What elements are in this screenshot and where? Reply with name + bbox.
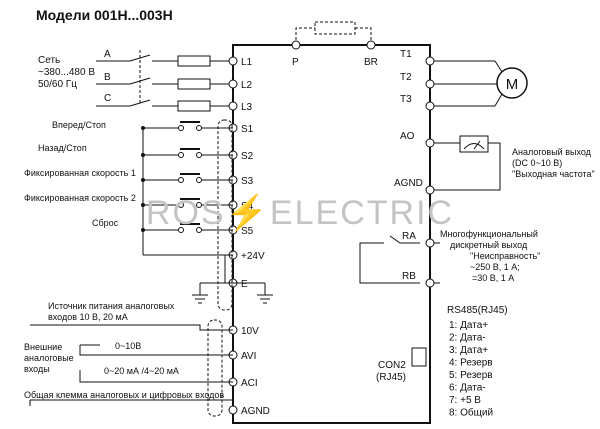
terminal-p: [291, 40, 301, 50]
brake-wire-right: [355, 27, 372, 45]
relay-desc-4: ~250 В, 1 А;: [470, 262, 520, 272]
range-voltage: 0~10В: [115, 341, 141, 351]
range-current: 0~20 мА /4~20 мА: [104, 366, 179, 376]
right-terminal-label: RA: [402, 231, 416, 242]
rs485-pin: 2: Дата-: [449, 333, 486, 344]
motor: [496, 67, 528, 99]
ao-desc-1: Аналоговый выход: [512, 147, 592, 157]
left-terminal-label: S1: [241, 124, 254, 135]
mains-wiring: [96, 50, 233, 112]
left-terminal-label: L1: [241, 57, 253, 68]
label-p: P: [292, 57, 299, 68]
motor-label: M: [506, 76, 519, 93]
right-terminal-2: [425, 101, 435, 111]
rs485-pin: 7: +5 В: [449, 395, 481, 406]
relay-desc-1: Многофункциональный: [440, 229, 538, 239]
mains-line2: ~380...480 В: [38, 67, 95, 78]
ao-wiring: [430, 135, 501, 191]
left-terminal-label: ACI: [241, 378, 258, 389]
left-terminal-label: S3: [241, 176, 254, 187]
input-label-3: Фиксированная скорость 2: [24, 193, 136, 203]
motor-wiring: [430, 60, 503, 107]
relay-desc-3: "Неисправность": [470, 251, 540, 261]
brake-resistor: [314, 21, 356, 35]
left-terminal-1: [228, 79, 238, 89]
mains-line3: 50/60 Гц: [38, 79, 77, 90]
right-terminal-label: AGND: [394, 178, 423, 189]
left-terminal-label: L2: [241, 80, 253, 91]
left-terminal-label: +24V: [241, 251, 265, 262]
ext-analog-2: аналоговые: [24, 353, 74, 363]
left-terminal-label: L3: [241, 102, 253, 113]
analog-wiring: [29, 319, 233, 417]
right-terminal-0: [425, 56, 435, 66]
relay-desc-2: дискретный выход: [450, 240, 528, 250]
rs485-pin: 5: Резерв: [449, 370, 493, 381]
phase-c: C: [104, 93, 111, 104]
left-terminal-label: S5: [241, 226, 254, 237]
common-analog: Общая клемма аналоговых и цифровых входо…: [24, 390, 224, 400]
left-terminal-label: AVI: [241, 351, 256, 362]
ao-desc-3: "Выходная частота": [512, 169, 595, 179]
brake-wire-left: [295, 27, 315, 45]
phase-a: A: [104, 49, 111, 60]
left-terminal-2: [228, 101, 238, 111]
ext-analog-3: входы: [24, 364, 50, 374]
rs485-pin: 1: Дата+: [449, 320, 488, 331]
phase-b: B: [104, 72, 111, 83]
rs485-pin: 6: Дата-: [449, 383, 486, 394]
rs485-title: RS485(RJ45): [447, 305, 508, 316]
rs485-pin: 4: Резерв: [449, 358, 493, 369]
ao-desc-2: (DC 0~10 В): [512, 158, 562, 168]
left-terminal-label: S2: [241, 151, 254, 162]
watermark: ROS⚡ELECTRIC: [146, 193, 454, 233]
right-terminal-label: RB: [402, 271, 416, 282]
ground-wiring: [192, 282, 273, 304]
title: Модели 001H...003H: [36, 7, 173, 23]
right-terminal-1: [425, 79, 435, 89]
left-terminal-label: 10V: [241, 326, 259, 337]
right-terminal-label: T2: [400, 72, 412, 83]
left-terminal-label: AGND: [241, 406, 270, 417]
right-terminal-4: [425, 185, 435, 195]
con2-sub: (RJ45): [376, 372, 406, 383]
input-label-4: Сброс: [92, 218, 119, 228]
left-terminal-label: S4: [241, 201, 254, 212]
rs485-pinout: RS485(RJ45) 1: Дата+ 2: Дата-3: Дата+ 4: Ре…: [447, 305, 508, 419]
rs485-pin: 3: Дата+: [449, 345, 488, 356]
rs485-pin: 8: Общий: [449, 407, 493, 419]
left-terminal-0: [228, 56, 238, 66]
right-terminal-label: T3: [400, 94, 412, 105]
con2-port: [411, 347, 427, 367]
input-label-1: Назад/Стоп: [38, 143, 87, 153]
mains-line1: Сеть: [38, 55, 60, 66]
terminal-br: [366, 40, 376, 50]
right-terminal-5: [425, 238, 435, 248]
label-br: BR: [364, 57, 378, 68]
left-terminal-label: E: [241, 279, 248, 290]
relay-desc-5: =30 В, 1 А: [472, 273, 514, 283]
analog-supply-line2: входов 10 В, 20 мА: [48, 312, 128, 322]
ext-analog-1: Внешние: [24, 342, 62, 352]
input-label-0: Вперед/Стоп: [52, 120, 106, 130]
left-terminal-13: [228, 405, 238, 415]
right-terminal-label: T1: [400, 49, 412, 60]
right-terminal-6: [425, 278, 435, 288]
input-common-bus: [142, 119, 233, 311]
con2-label: CON2: [378, 360, 406, 371]
supply-wire: [30, 324, 233, 331]
right-terminal-3: [425, 138, 435, 148]
analog-supply-line1: Источник питания аналоговых: [48, 301, 175, 311]
right-terminal-label: AO: [400, 131, 415, 142]
input-label-2: Фиксированная скорость 1: [24, 168, 136, 178]
